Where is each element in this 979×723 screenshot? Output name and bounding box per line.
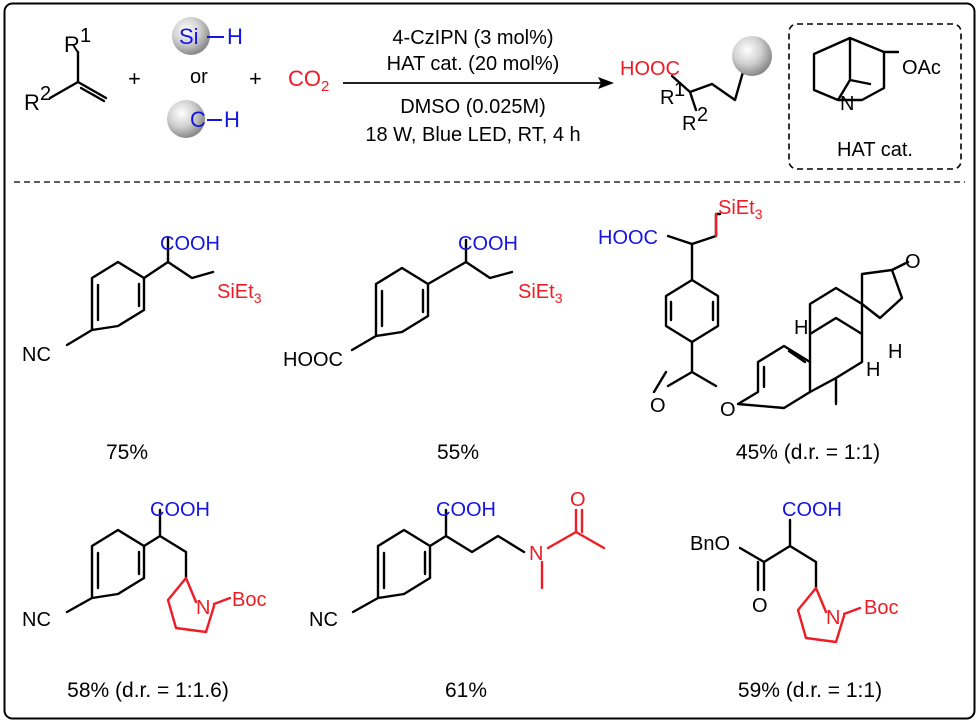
si-label: Si: [179, 24, 199, 49]
p1-silyl: SiEt3: [217, 281, 262, 306]
product-r2: R: [682, 113, 696, 135]
plus-sign-2: +: [249, 66, 262, 91]
p3-ketone-o: O: [905, 251, 921, 273]
product-5: COOH N O NC 61%: [309, 489, 606, 702]
p6-yield: 59% (d.r. = 1:1): [738, 679, 882, 702]
reaction-arrow: [343, 77, 614, 89]
plus-sign-1: +: [128, 66, 141, 91]
general-product: HOOC R 1 R 2: [620, 36, 772, 135]
product-3: SiEt3 HOOC O O O H H H 45% (d.r. = 1:1): [598, 197, 921, 464]
p3-yield: 45% (d.r. = 1:1): [736, 441, 880, 464]
product-r2-sup: 2: [697, 104, 708, 126]
hat-caption: HAT cat.: [837, 139, 913, 161]
p3-silyl: SiEt3: [718, 197, 763, 222]
product-r1-sup: 1: [674, 79, 685, 101]
p2-cooh: COOH: [458, 233, 518, 255]
condition-hat: HAT cat. (20 mol%): [387, 53, 560, 75]
p1-yield: 75%: [106, 441, 148, 464]
p4-nc: NC: [22, 609, 51, 631]
p6-cooh: COOH: [782, 499, 842, 521]
p1-cooh: COOH: [160, 233, 220, 255]
radical-sphere-icon: [172, 17, 210, 55]
product-6: BnO O COOH N Boc 59% (d.r. = 1:1): [690, 499, 898, 702]
c-h-reagent: C H: [167, 100, 240, 138]
c-h-label: H: [224, 107, 240, 132]
hat-catalyst-box: OAc N HAT cat.: [788, 23, 962, 170]
outer-frame: [3, 2, 976, 720]
si-h-label: H: [227, 24, 243, 49]
radical-sphere-icon: [167, 100, 205, 138]
p2-silyl: SiEt3: [518, 281, 563, 306]
product-r1: R: [660, 87, 674, 109]
p4-cooh: COOH: [150, 499, 210, 521]
alkene-r1-sup: 1: [80, 25, 91, 47]
reactant-alkene: R 1 R 2: [24, 25, 108, 115]
p3-h-2: H: [888, 341, 902, 363]
p6-n: N: [826, 607, 840, 629]
p4-n: N: [196, 597, 210, 619]
product-1: COOH SiEt3 NC 75%: [22, 233, 262, 464]
p3-carbonyl-o: O: [650, 395, 666, 417]
p2-hooc: HOOC: [283, 349, 343, 371]
p5-o: O: [570, 489, 586, 511]
condition-catalyst: 4-CzIPN (3 mol%): [392, 27, 553, 49]
alkene-r2-sup: 2: [40, 83, 51, 105]
condition-solvent: DMSO (0.025M): [400, 96, 546, 118]
c-label: C: [190, 107, 206, 132]
product-acid: HOOC: [620, 58, 680, 80]
p3-h-3: H: [866, 359, 880, 381]
p3-h-1: H: [794, 317, 808, 339]
p6-boc: Boc: [864, 597, 898, 619]
p5-cooh: COOH: [436, 499, 496, 521]
p3-hooc: HOOC: [598, 227, 658, 249]
alkene-r1: R: [64, 32, 80, 57]
radical-sphere-icon: [732, 36, 772, 76]
p1-nc: NC: [22, 344, 51, 366]
p3-ester-o: O: [720, 399, 736, 421]
product-4: COOH N Boc NC 58% (d.r. = 1:1.6): [22, 499, 266, 702]
si-h-reagent: Si H: [172, 17, 243, 55]
or-label: or: [190, 66, 208, 88]
p5-yield: 61%: [445, 679, 487, 702]
p2-yield: 55%: [437, 441, 479, 464]
hat-n-label: N: [840, 93, 854, 115]
hat-oac-label: OAc: [902, 57, 941, 79]
co2-label: CO2: [288, 66, 329, 95]
p4-boc: Boc: [232, 589, 266, 611]
p6-o: O: [752, 595, 768, 617]
p4-yield: 58% (d.r. = 1:1.6): [67, 679, 229, 702]
product-2: COOH SiEt3 HOOC 55%: [283, 233, 563, 464]
alkene-r2: R: [24, 90, 40, 115]
p5-nc: NC: [309, 609, 338, 631]
p5-n: N: [529, 543, 543, 565]
p6-bno: BnO: [690, 533, 730, 555]
condition-light: 18 W, Blue LED, RT, 4 h: [365, 124, 580, 146]
